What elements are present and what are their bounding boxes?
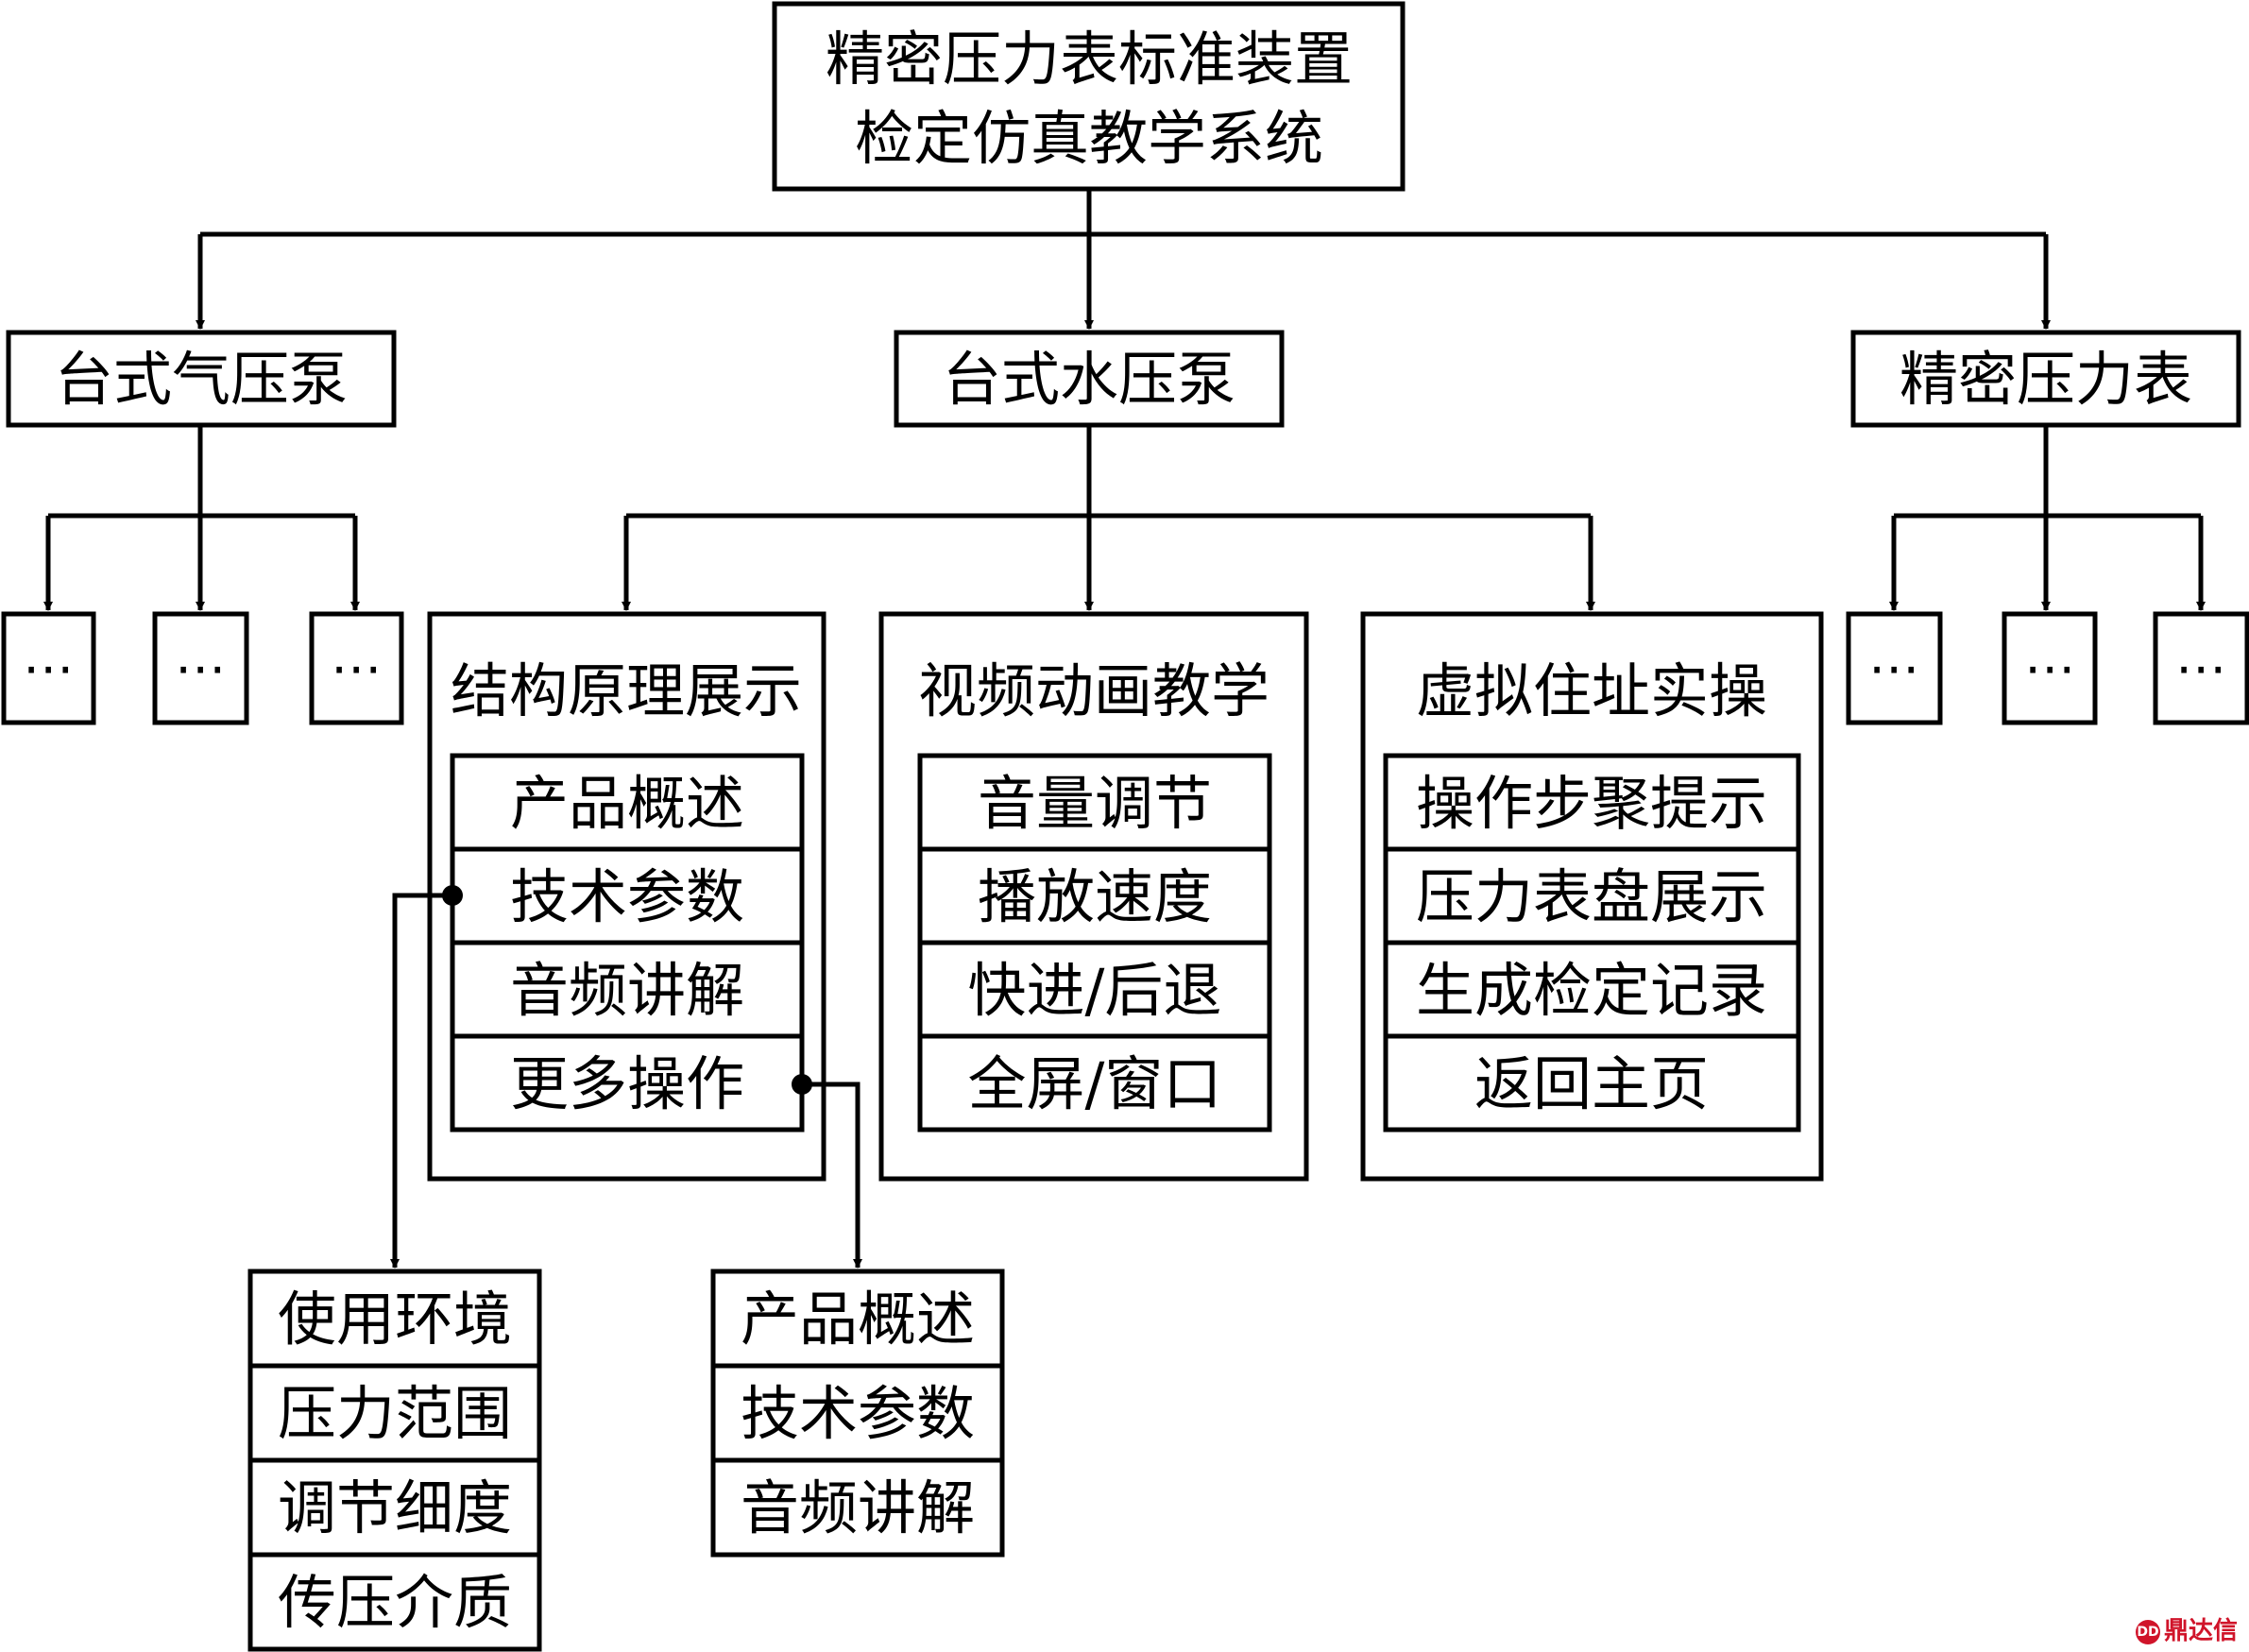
module-item: 技术参数 <box>510 862 744 931</box>
link-tech-params <box>390 893 452 1269</box>
ellipsis-text: ⋯ <box>175 639 226 698</box>
module-title-structure: 结构原理展示 <box>451 656 802 725</box>
module-item: 播放速度 <box>978 862 1212 931</box>
module-box-practice <box>1360 611 1824 1182</box>
module-title-practice: 虚拟住址实操 <box>1416 656 1767 725</box>
ellipsis-text: ⋯ <box>23 639 74 698</box>
ellipsis-text: ⋯ <box>331 639 382 698</box>
ellipsis-box <box>152 611 249 725</box>
sub-item: 传压介质 <box>278 1568 512 1637</box>
module-box-video <box>878 611 1309 1182</box>
module-item: 快进/后退 <box>968 956 1222 1025</box>
ellipsis-box <box>1846 611 1943 725</box>
module-item: 操作步聚提示 <box>1416 769 1767 838</box>
ellipsis-text: ⋯ <box>2175 639 2226 698</box>
sub-item: 音频讲解 <box>741 1473 975 1542</box>
module-item: 更多操作 <box>510 1049 744 1118</box>
pressure-gauge-label: 精密压力表 <box>1900 345 2192 414</box>
sub-item: 压力范围 <box>278 1379 512 1448</box>
module-item: 产品概述 <box>510 769 744 838</box>
module-item: 音量调节 <box>978 769 1212 838</box>
water-pump-label: 台式水压泵 <box>943 345 1235 414</box>
gas-pump-label: 台式气压泵 <box>55 345 348 414</box>
module-item: 音频讲解 <box>510 956 744 1025</box>
watermark-icon: DD <box>2135 1619 2160 1644</box>
module-item: 生成检定记录 <box>1416 956 1767 1025</box>
ellipsis-text: ⋯ <box>2024 639 2075 698</box>
root-title-line2: 检定仿真教学系统 <box>855 104 1323 173</box>
sub-list-more <box>710 1269 1005 1558</box>
ellipsis-box <box>1 611 96 725</box>
ellipsis-text: ⋯ <box>1868 639 1919 698</box>
ellipsis-box <box>2002 611 2098 725</box>
module-item: 全屏/窗口 <box>968 1049 1222 1118</box>
module-title-video: 视频动画教学 <box>918 656 1269 725</box>
sub-item: 使用环境 <box>278 1285 512 1354</box>
ellipsis-box <box>2153 611 2249 725</box>
module-item: 返回主页 <box>1474 1049 1709 1118</box>
root-title-line1: 精密压力表标准装置 <box>826 25 1353 94</box>
sub-item: 调节细度 <box>278 1473 512 1542</box>
sub-item: 技术参数 <box>741 1379 975 1448</box>
sub-item: 产品概述 <box>741 1285 975 1354</box>
watermark-text: 鼎达信 <box>2163 1617 2238 1645</box>
link-more-ops <box>802 1081 862 1269</box>
module-item: 压力表盘展示 <box>1416 862 1767 931</box>
ellipsis-box <box>309 611 404 725</box>
